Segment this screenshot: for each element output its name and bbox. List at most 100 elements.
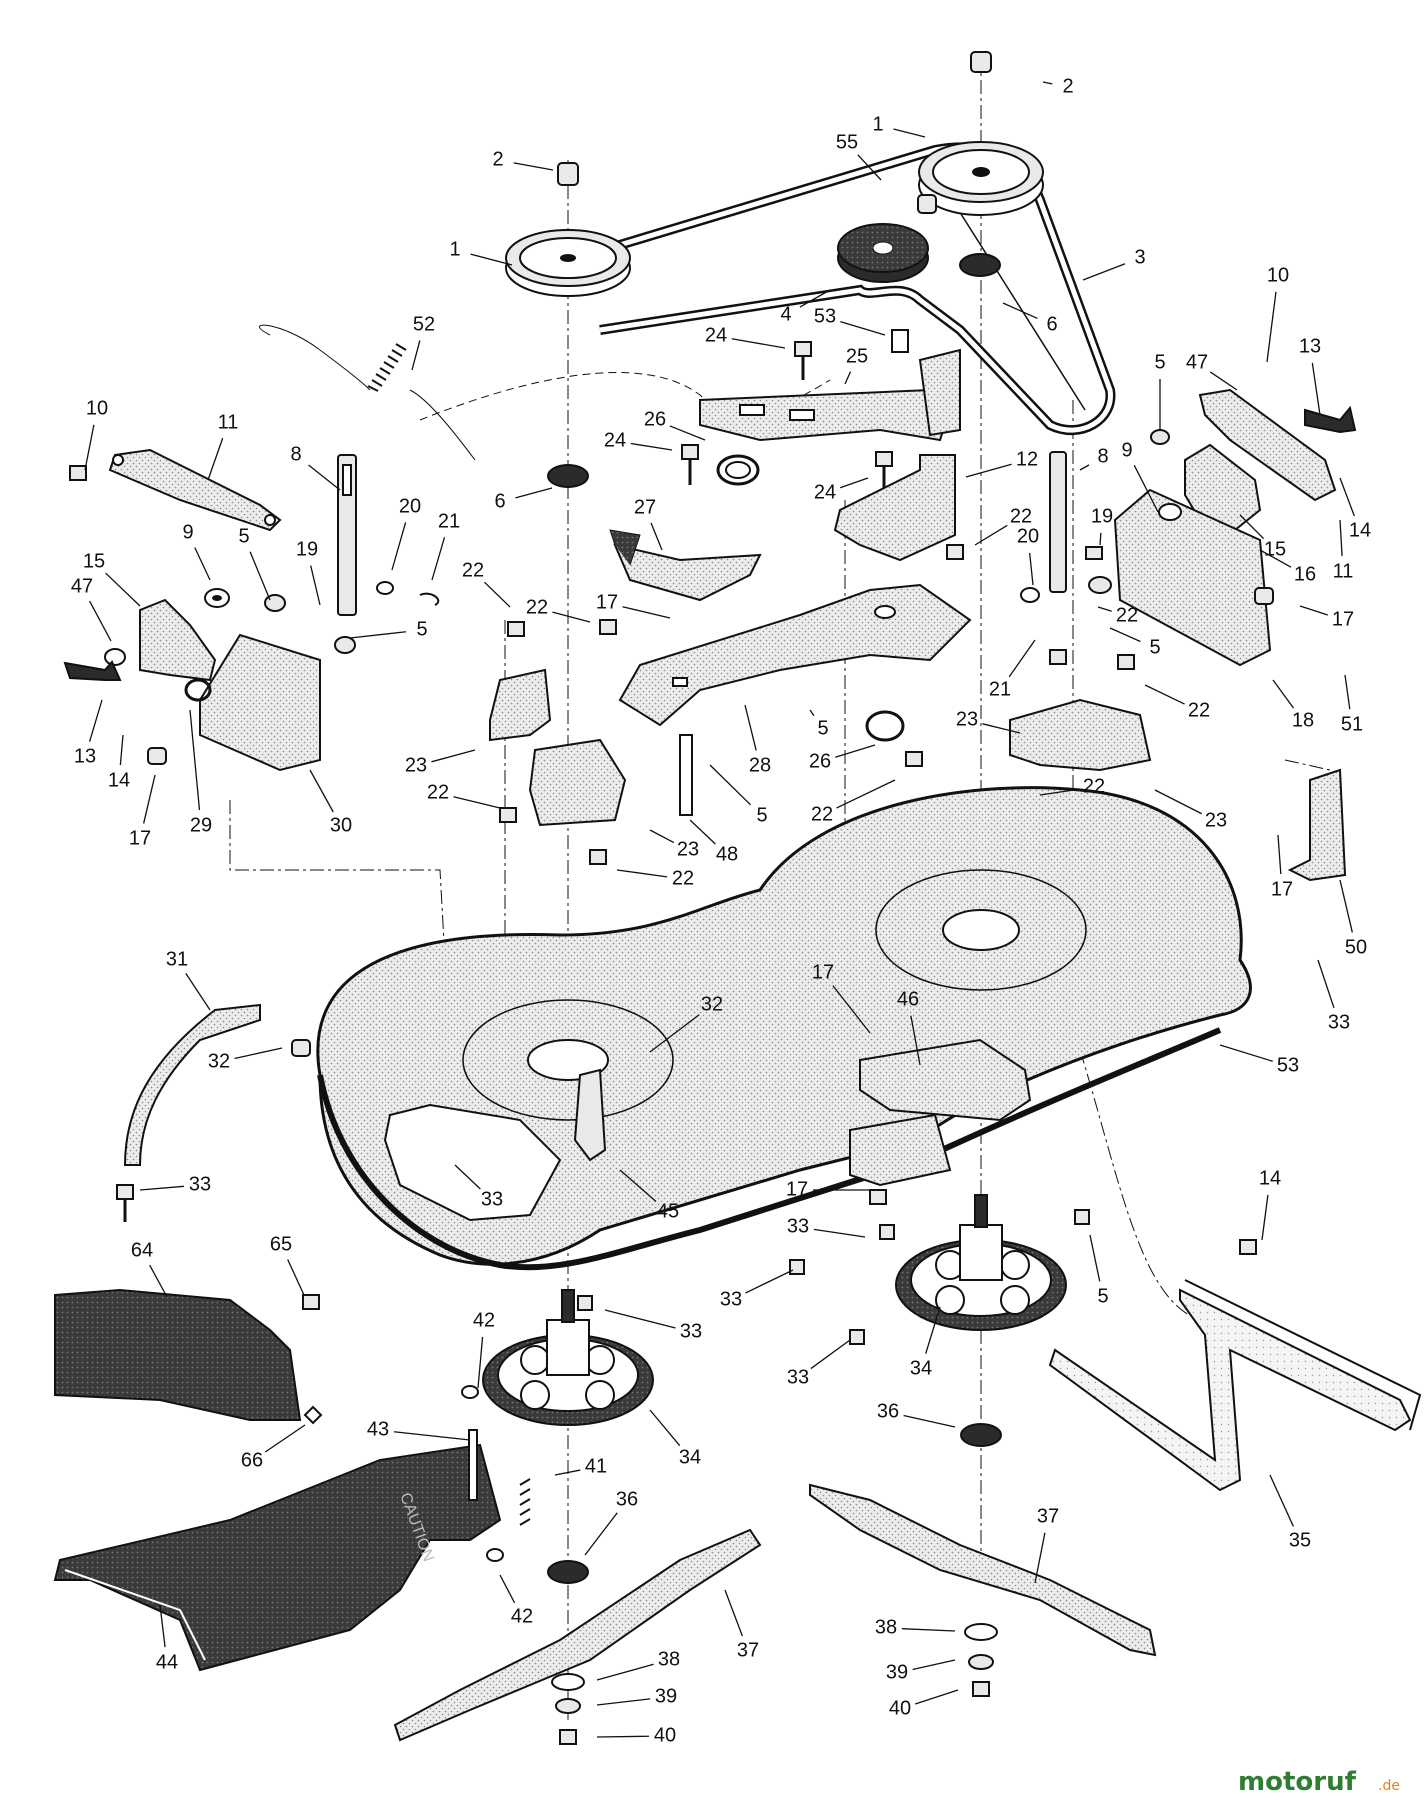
- bracket-45: [573, 1068, 607, 1162]
- lever-15-right: [1184, 443, 1262, 532]
- callout-leader: [1272, 679, 1295, 709]
- callout-number: 45: [657, 1200, 679, 1222]
- bracket-27: [609, 529, 762, 602]
- callout-number: 35: [1289, 1529, 1311, 1551]
- callout-leader: [1089, 1234, 1101, 1282]
- wingnut-66: [303, 1405, 323, 1425]
- callout-leader: [744, 704, 757, 751]
- callout-number: 21: [438, 510, 460, 532]
- callout-number: 38: [875, 1616, 897, 1638]
- callout-leader: [287, 1259, 305, 1296]
- callout-number: 38: [658, 1648, 680, 1670]
- blade-37-right: [809, 1483, 1157, 1657]
- callout-number: 28: [749, 754, 771, 776]
- callout-number: 2: [1062, 75, 1073, 97]
- washers-9-5-left: [204, 581, 440, 654]
- callout-leader: [809, 709, 815, 717]
- plate-46: [849, 1038, 1032, 1187]
- callout-number: 3: [1134, 246, 1145, 268]
- callout-number: 33: [680, 1320, 702, 1342]
- callout-number: 64: [131, 1239, 153, 1261]
- callout-leader: [745, 1269, 794, 1294]
- bracket-18: [1113, 488, 1272, 667]
- nut-55: [917, 194, 937, 214]
- callout-number: 22: [672, 867, 694, 889]
- callout-number: 5: [416, 618, 427, 640]
- callout-number: 30: [330, 814, 352, 836]
- bolt-65: [302, 1294, 320, 1310]
- spindle-34-left: [482, 1289, 654, 1426]
- lever-15-left: [104, 598, 217, 682]
- callout-leader: [139, 1185, 185, 1191]
- bracket-12: [833, 454, 956, 562]
- callout-number: 55: [836, 131, 858, 153]
- callout-number: 44: [156, 1651, 178, 1673]
- callout-leader: [513, 162, 554, 171]
- callout-number: 10: [1267, 264, 1289, 286]
- callout-number: 2: [492, 148, 503, 170]
- callout-number: 15: [1264, 538, 1286, 560]
- callout-number: 33: [720, 1288, 742, 1310]
- callout-leader: [1269, 1474, 1294, 1527]
- callout-number: 48: [716, 843, 738, 865]
- callout-leader: [1082, 263, 1126, 281]
- callout-leader: [649, 1409, 681, 1447]
- callout-leader: [839, 477, 869, 489]
- callout-leader: [604, 1309, 676, 1329]
- callout-leader: [925, 1306, 941, 1354]
- callout-number: 22: [1083, 775, 1105, 797]
- callout-number: 32: [701, 993, 723, 1015]
- callout-leader: [1339, 879, 1353, 933]
- bolt-14-bottom: [1239, 1239, 1257, 1255]
- callout-number: 12: [1016, 448, 1038, 470]
- callout-number: 14: [108, 769, 130, 791]
- callout-number: 42: [511, 1605, 533, 1627]
- callout-number: 34: [910, 1357, 932, 1379]
- callout-leader: [584, 1512, 618, 1556]
- callout-leader: [1079, 464, 1090, 471]
- baffle-23-right: [1009, 698, 1152, 772]
- callout-number: 22: [811, 803, 833, 825]
- callout-leader: [1261, 1194, 1269, 1241]
- callout-leader: [264, 1424, 306, 1453]
- discharge-chute-44: CAUTION: [53, 1443, 502, 1672]
- callout-number: 22: [1188, 699, 1210, 721]
- callout-leader: [724, 1589, 743, 1637]
- baffle-23-left: [489, 668, 552, 742]
- callout-number: 34: [679, 1446, 701, 1468]
- bearing-6-left: [547, 464, 589, 488]
- callout-number: 19: [1091, 505, 1113, 527]
- callout-leader: [431, 749, 476, 763]
- callout-number: 14: [1349, 519, 1371, 541]
- callout-leader: [1277, 834, 1282, 875]
- callout-leader: [1154, 789, 1203, 815]
- callout-number: 5: [1149, 636, 1160, 658]
- knob-13-right: [1304, 405, 1357, 434]
- link-8-right: [1049, 451, 1067, 593]
- nut-top-right: [970, 51, 992, 73]
- callout-leader: [484, 581, 511, 608]
- callout-number: 9: [182, 521, 193, 543]
- callout-number: 23: [956, 708, 978, 730]
- callout-leader: [669, 425, 706, 441]
- callout-number: 33: [787, 1366, 809, 1388]
- callout-number: 5: [756, 804, 767, 826]
- extension-spring-52: [259, 324, 831, 461]
- bearing-36-right: [960, 1423, 1002, 1447]
- callout-number: 52: [413, 313, 435, 335]
- callout-leader: [1034, 1532, 1046, 1584]
- callout-leader: [143, 774, 156, 824]
- callout-leader: [1029, 552, 1034, 586]
- nut-17-left: [147, 747, 167, 765]
- watermark-suffix: .de: [1378, 1778, 1400, 1794]
- arm-11-left: [108, 448, 282, 532]
- callout-number: 42: [473, 1309, 495, 1331]
- callout-number: 33: [1328, 1011, 1350, 1033]
- callout-number: 23: [677, 838, 699, 860]
- callout-leader: [391, 522, 407, 571]
- callout-number: 5: [238, 525, 249, 547]
- callout-leader: [189, 709, 201, 811]
- callout-number: 8: [1097, 445, 1108, 467]
- callout-number: 31: [166, 948, 188, 970]
